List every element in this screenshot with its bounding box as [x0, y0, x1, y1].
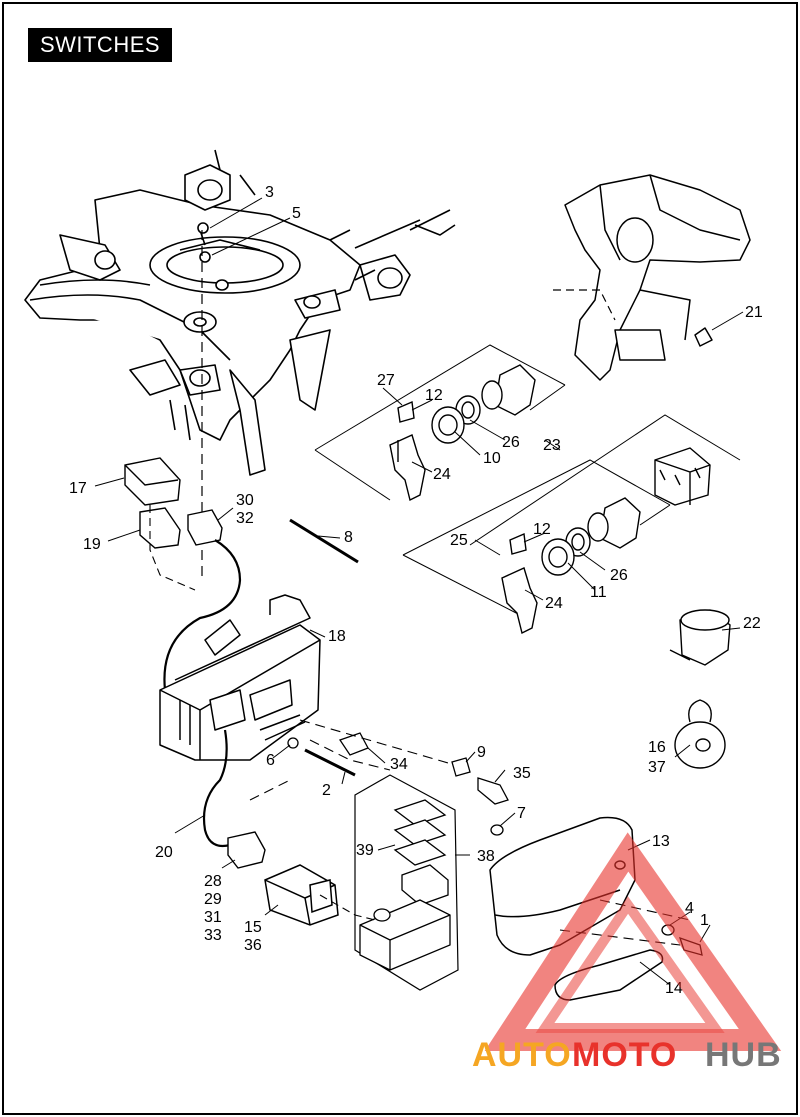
watermark-logo [484, 832, 782, 1051]
callout-17: 17 [69, 480, 87, 497]
callout-9: 9 [477, 744, 486, 761]
screw-8 [289, 518, 359, 564]
frame-assembly [24, 149, 456, 476]
callout-3: 3 [265, 184, 274, 201]
switch-assembly-middle [501, 497, 641, 635]
screw-2 [304, 748, 356, 777]
callout-25: 25 [450, 532, 468, 549]
callout-15: 15 [244, 919, 262, 936]
callout-26-top: 26 [502, 434, 520, 451]
page-title: SWITCHES [28, 28, 172, 62]
callout-22: 22 [743, 615, 761, 632]
part-35 [477, 777, 509, 805]
nut-7 [490, 824, 504, 836]
callout-5: 5 [292, 205, 301, 222]
callout-24-middle: 24 [545, 595, 563, 612]
callout-30: 30 [236, 492, 254, 509]
callout-6: 6 [266, 752, 275, 769]
kit-38-outline [354, 774, 459, 991]
callout-37: 37 [648, 759, 666, 776]
callout-8: 8 [344, 529, 353, 546]
connector-30-32 [163, 509, 242, 691]
relay-23 [654, 447, 711, 506]
part-17-19 [124, 457, 181, 549]
kit-27-outline [314, 344, 566, 451]
callout-27: 27 [377, 372, 395, 389]
callout-10: 10 [483, 450, 501, 467]
watermark-auto: AUTO [472, 1036, 572, 1074]
callout-38: 38 [477, 848, 495, 865]
module-15 [264, 864, 339, 926]
callout-11: 11 [590, 584, 607, 601]
callout-12-middle: 12 [533, 521, 551, 538]
watermark-moto: MOTO [572, 1036, 677, 1074]
washer-6 [287, 737, 299, 749]
cover-13 [489, 816, 636, 956]
callout-32: 32 [236, 510, 254, 527]
watermark-text: AUTO MOTO HUB [472, 1036, 782, 1074]
relay-22 [669, 609, 731, 666]
callout-18: 18 [328, 628, 346, 645]
callout-24-top: 24 [433, 466, 451, 483]
grommet-9 [451, 757, 471, 777]
callout-20: 20 [155, 844, 173, 861]
callout-2: 2 [322, 782, 331, 799]
callout-12-top: 12 [425, 387, 443, 404]
callout-4: 4 [685, 900, 694, 917]
callout-19: 19 [83, 536, 101, 553]
callout-28: 28 [204, 873, 222, 890]
callout-29: 29 [204, 891, 222, 908]
callout-16: 16 [648, 739, 666, 756]
callout-33: 33 [204, 927, 222, 944]
callout-13: 13 [652, 833, 670, 850]
callout-34: 34 [390, 756, 408, 773]
tag-16-37 [674, 699, 726, 769]
callout-21: 21 [745, 304, 763, 321]
callout-23: 23 [543, 437, 561, 454]
watermark-hub: HUB [705, 1036, 782, 1074]
callout-39: 39 [356, 842, 374, 859]
switch-assembly-top [389, 364, 536, 502]
fuse-box-39 [359, 799, 451, 971]
connector-28 [227, 831, 266, 869]
callout-36: 36 [244, 937, 262, 954]
callout-7: 7 [517, 805, 526, 822]
callout-31: 31 [204, 909, 222, 926]
callout-35: 35 [513, 765, 531, 782]
fuse-34 [338, 732, 369, 756]
module-18 [159, 594, 321, 761]
shroud-assembly [564, 174, 751, 381]
callout-26-middle: 26 [610, 567, 628, 584]
callout-1: 1 [700, 912, 709, 929]
